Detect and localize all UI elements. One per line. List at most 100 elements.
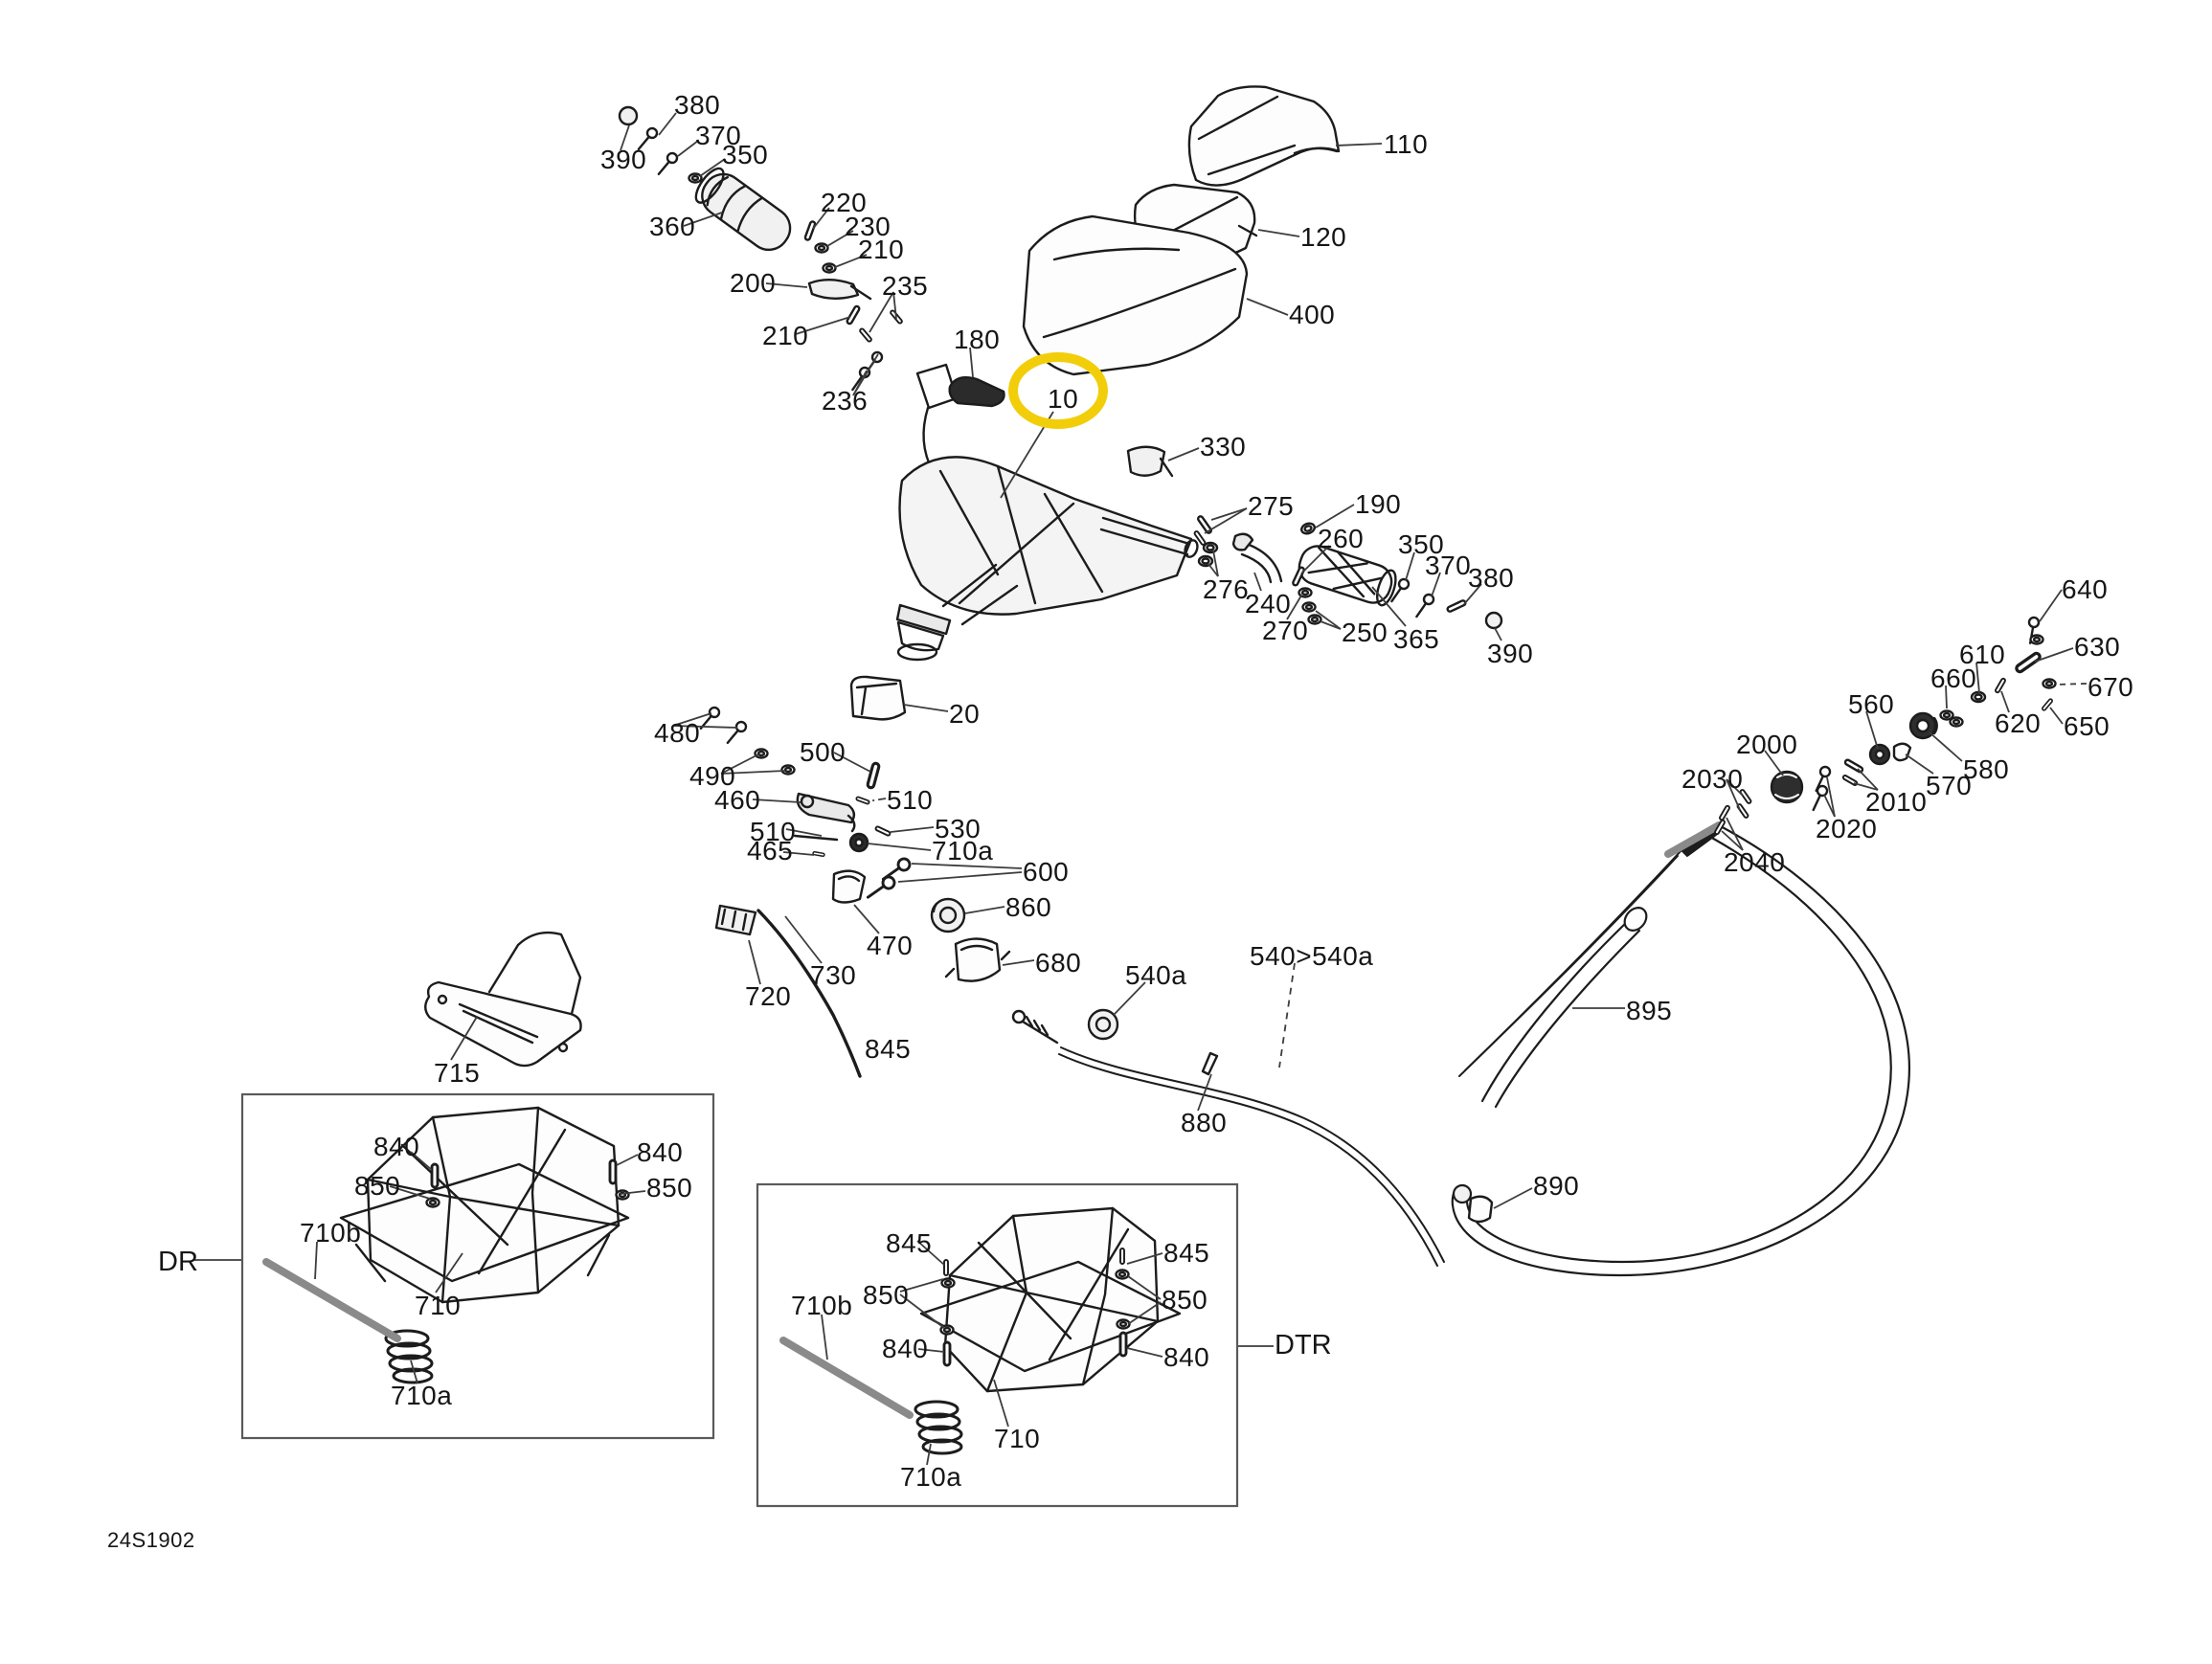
part-callout-180: 180 xyxy=(954,325,1001,354)
part-callout-840: 840 xyxy=(882,1334,929,1363)
part-callout-220: 220 xyxy=(821,188,868,217)
part-callout-235: 235 xyxy=(882,271,929,301)
part-callout-120: 120 xyxy=(1300,222,1347,252)
part-callout-110: 110 xyxy=(1384,129,1429,159)
inset-label-dtr: DTR xyxy=(1275,1330,1332,1360)
part-callout-845: 845 xyxy=(886,1228,933,1258)
part-sketch-clip-880 xyxy=(1201,1051,1219,1076)
part-callout-2020: 2020 xyxy=(1816,814,1878,843)
part-callout-540a: 540a xyxy=(1125,960,1187,990)
inset-label-dr: DR xyxy=(158,1247,198,1277)
part-sketch-windshield-cap-110 xyxy=(1187,85,1341,187)
part-callout-710: 710 xyxy=(415,1291,462,1320)
part-callout-710b: 710b xyxy=(300,1218,362,1248)
part-sketch-bracket-715 xyxy=(424,931,582,1068)
part-callout-720: 720 xyxy=(745,981,792,1011)
part-callout-710a: 710a xyxy=(900,1462,962,1492)
part-callout-260: 260 xyxy=(1318,524,1365,553)
part-sketch-grommet-710a xyxy=(848,832,869,853)
part-callout-715: 715 xyxy=(434,1058,481,1088)
part-callout-2010: 2010 xyxy=(1865,787,1928,817)
part-callout-600: 600 xyxy=(1023,857,1070,887)
part-callout-630: 630 xyxy=(2074,632,2121,662)
part-sketch-bracket-20 xyxy=(849,675,907,721)
part-callout-330: 330 xyxy=(1200,432,1247,461)
part-sketch-nut-560 xyxy=(1868,743,1891,766)
part-callout-236: 236 xyxy=(822,386,869,416)
part-sketch-cable-540 xyxy=(1058,826,1717,1267)
inset-box-dtr xyxy=(756,1182,1239,1508)
part-sketch-lever-200 xyxy=(807,279,872,301)
part-callout-370: 370 xyxy=(1425,551,1472,580)
part-callout-840: 840 xyxy=(373,1132,420,1161)
part-callout-380: 380 xyxy=(674,90,721,120)
part-callout-480: 480 xyxy=(654,718,701,748)
part-callout-2000: 2000 xyxy=(1736,730,1798,759)
part-callout-890: 890 xyxy=(1533,1171,1580,1201)
part-callout-390: 390 xyxy=(600,145,647,174)
part-callout-210: 210 xyxy=(762,321,809,350)
part-callout-200: 200 xyxy=(730,268,777,298)
part-sketch-roller-860 xyxy=(930,897,966,933)
drawing-code: 24S1902 xyxy=(107,1528,195,1552)
part-callout-710: 710 xyxy=(994,1424,1041,1453)
part-callout-670: 670 xyxy=(2088,672,2134,702)
part-callout-680: 680 xyxy=(1035,948,1082,978)
part-sketch-bushing-580 xyxy=(1908,711,1938,740)
highlight-circle-part-10 xyxy=(1008,352,1108,429)
part-callout-860: 860 xyxy=(1005,892,1052,922)
part-callout-465: 465 xyxy=(747,836,794,866)
part-sketch-ski-leg-dtr xyxy=(779,1206,1182,1455)
part-callout-470: 470 xyxy=(867,931,914,960)
part-callout-640: 640 xyxy=(2062,574,2109,604)
part-callout-270: 270 xyxy=(1262,616,1309,645)
part-callout-460: 460 xyxy=(714,785,761,815)
part-callout-230: 230 xyxy=(845,212,892,241)
part-sketch-cap-890 xyxy=(1467,1195,1494,1224)
small-hardware-glyphs xyxy=(618,105,2057,904)
part-sketch-knob-2000 xyxy=(1770,770,1804,804)
part-sketch-rod-730 xyxy=(756,909,862,1078)
part-callout-350: 350 xyxy=(722,140,769,169)
part-sketch-clip-570 xyxy=(1892,742,1912,762)
part-sketch-clamp-720 xyxy=(714,904,757,936)
part-callout-370: 370 xyxy=(695,121,742,150)
part-callout-400: 400 xyxy=(1289,300,1336,329)
part-sketch-grip-365 xyxy=(1298,545,1397,607)
part-callout-850: 850 xyxy=(1162,1285,1208,1315)
part-callout-580: 580 xyxy=(1963,754,2010,784)
part-sketch-grommet-540a xyxy=(1011,1008,1119,1045)
part-callout-2030: 2030 xyxy=(1682,764,1744,794)
part-sketch-lever-330 xyxy=(1126,445,1174,478)
part-callout-190: 190 xyxy=(1355,489,1402,519)
part-callout-840: 840 xyxy=(637,1137,684,1167)
inset-box-dr xyxy=(240,1092,715,1440)
part-callout-730: 730 xyxy=(810,960,857,990)
part-callout-610: 610 xyxy=(1959,640,2006,669)
part-callout-530: 530 xyxy=(935,814,982,843)
part-sketch-pad-180 xyxy=(948,376,1005,408)
part-callout-10: 10 xyxy=(1048,384,1079,414)
leader-lines xyxy=(194,112,2088,1466)
part-callout-710a: 710a xyxy=(391,1381,453,1410)
part-sketch-clamp-470 xyxy=(831,869,867,904)
part-callout-850: 850 xyxy=(354,1171,401,1201)
part-callout-845: 845 xyxy=(1163,1238,1210,1268)
part-sketch-hose-895 xyxy=(1451,821,1910,1277)
part-callout-540>540a: 540>540a xyxy=(1250,941,1374,971)
part-callout-250: 250 xyxy=(1342,618,1388,647)
part-callout-365: 365 xyxy=(1393,624,1440,654)
part-sketch-lever-460 xyxy=(796,792,856,833)
part-sketch-bracket-680 xyxy=(944,937,1011,982)
part-callout-840: 840 xyxy=(1163,1342,1210,1372)
part-sketch-brake-lever-240 xyxy=(1231,532,1283,584)
part-callout-210: 210 xyxy=(858,235,905,264)
part-callout-660: 660 xyxy=(1930,663,1977,693)
part-callout-350: 350 xyxy=(1398,529,1445,559)
part-callout-20: 20 xyxy=(949,699,981,729)
part-callout-360: 360 xyxy=(649,212,696,241)
part-callout-380: 380 xyxy=(1468,563,1515,593)
part-callout-880: 880 xyxy=(1181,1108,1228,1137)
part-sketch-ski-leg-dr xyxy=(262,1106,630,1384)
